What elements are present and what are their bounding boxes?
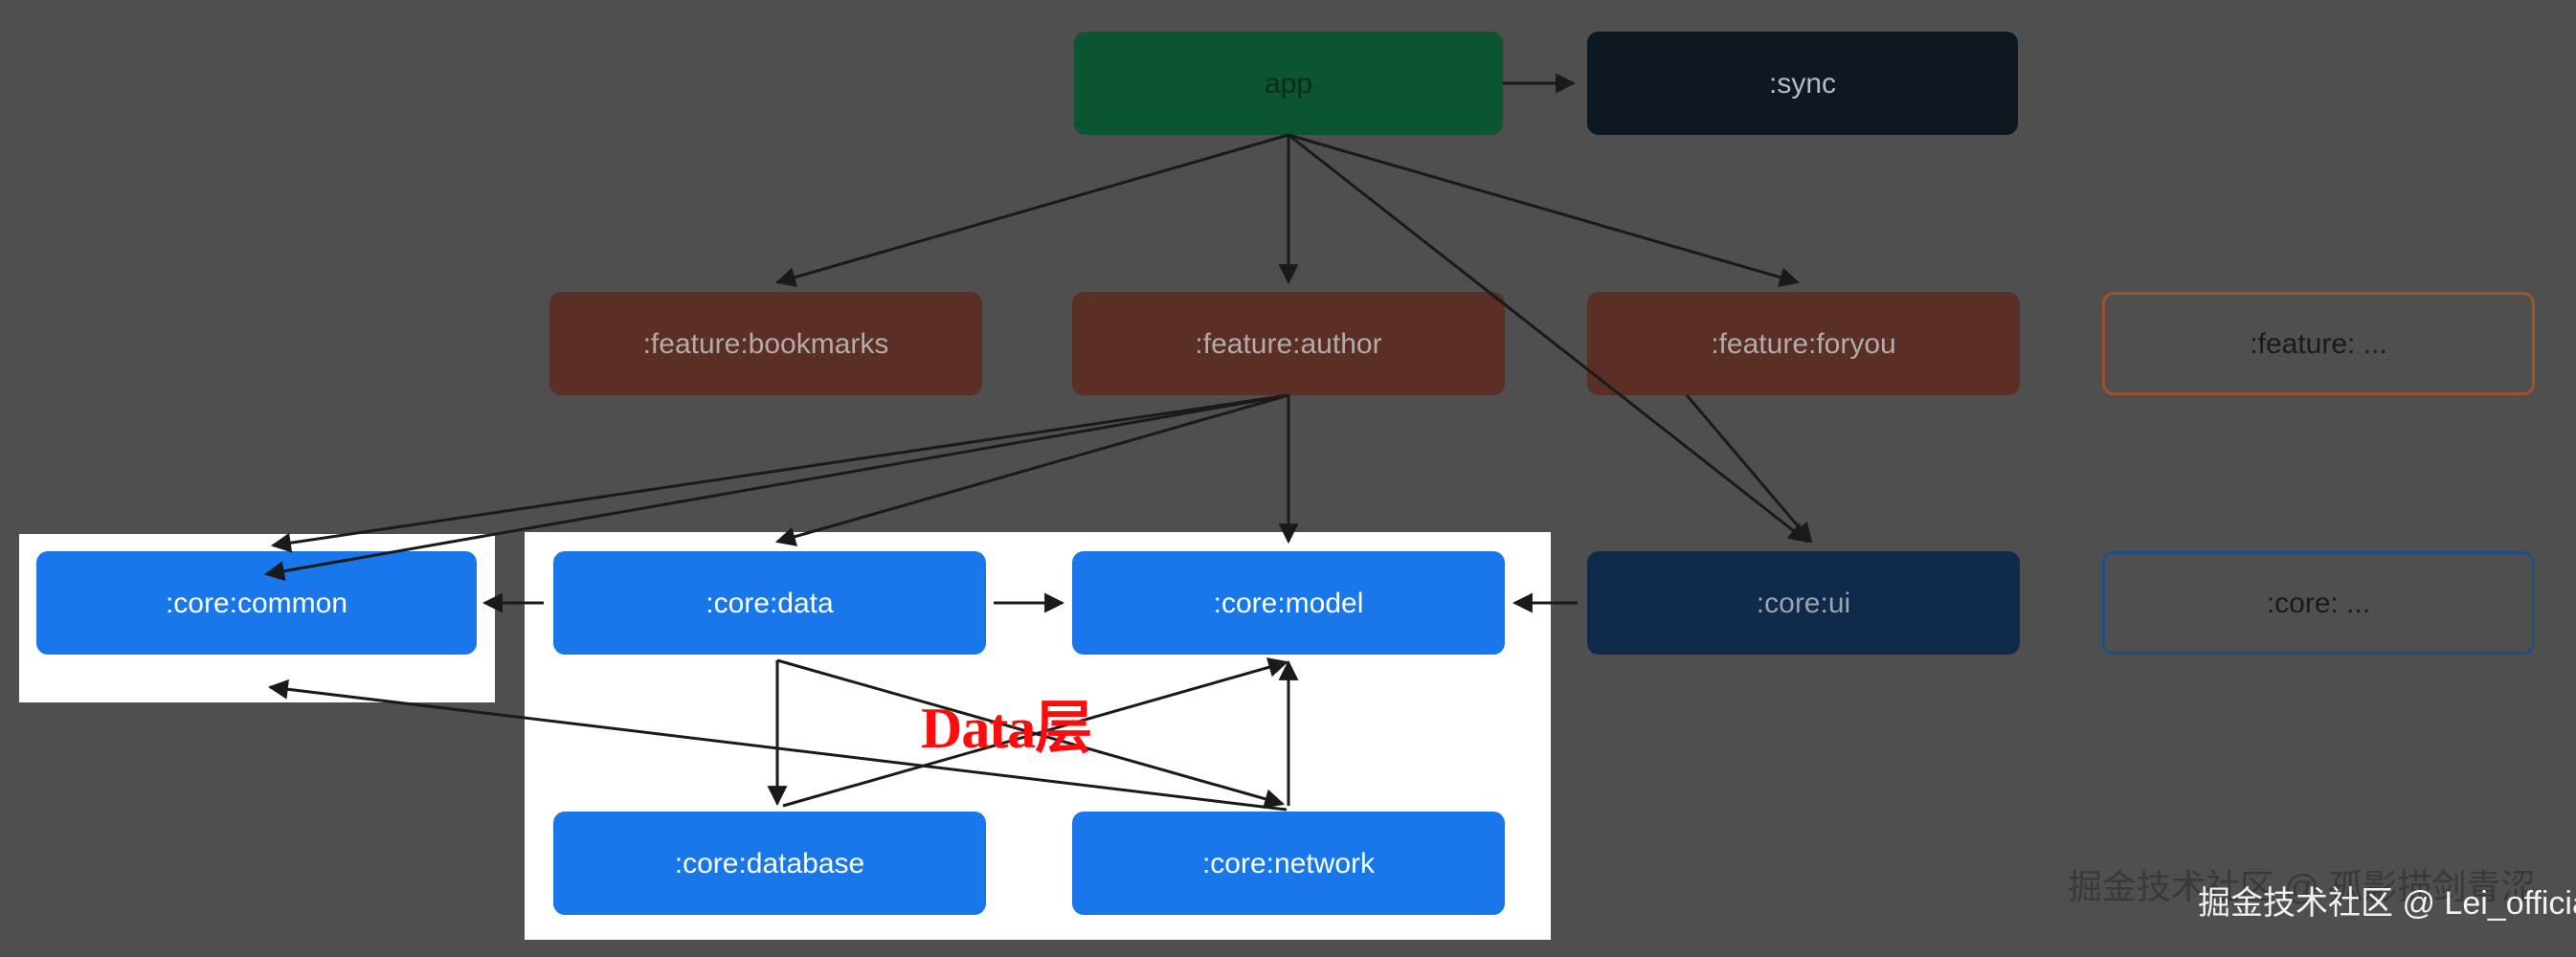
node-core-network-label: :core:network [1201,847,1376,879]
node-core-database-label: :core:database [674,847,865,879]
node-feature-foryou-label: :feature:foryou [1711,327,1896,360]
node-feature-more[interactable]: :feature: ... [2102,292,2535,395]
node-core-network[interactable]: :core:network [1072,812,1505,915]
edge-app-to-feature-foryou [1288,133,1801,287]
node-core-model[interactable]: :core:model [1072,551,1505,655]
node-core-common-label: :core:common [165,587,348,619]
node-sync-label: :sync [1768,67,1837,100]
node-feature-more-label: :feature: ... [2250,327,2387,360]
watermark-background: 掘金技术社区 @ 孤影描剑青涩 [2068,867,2536,906]
node-feature-author-label: :feature:author [1195,327,1382,360]
node-core-ui[interactable]: :core:ui [1587,551,2020,655]
node-app-label: app [1264,67,1313,100]
node-core-data[interactable]: :core:data [553,551,986,655]
watermark-foreground: 掘金技术社区 @ Lei_official [2198,885,2576,922]
node-core-common[interactable]: :core:common [36,551,477,655]
edge-feature-foryou-to-core-ui [1685,394,1813,544]
node-feature-bookmarks-label: :feature:bookmarks [642,327,889,360]
data-layer-annotation: Data层 [921,697,1092,760]
edge-app-to-feature-bookmarks [774,133,1289,287]
node-core-data-label: :core:data [706,587,834,619]
node-app[interactable]: app [1074,32,1503,135]
edge-feature-author-to-core-common [270,393,1289,553]
node-core-model-label: :core:model [1213,587,1364,619]
node-feature-author[interactable]: :feature:author [1072,292,1505,395]
edge-feature-author-to-core-data [774,393,1289,546]
node-core-ui-label: :core:ui [1756,587,1851,619]
node-core-database[interactable]: :core:database [553,812,986,915]
node-core-more[interactable]: :core: ... [2102,551,2535,655]
node-feature-bookmarks[interactable]: :feature:bookmarks [549,292,982,395]
node-feature-foryou[interactable]: :feature:foryou [1587,292,2020,395]
node-sync[interactable]: :sync [1587,32,2018,135]
node-core-more-label: :core: ... [2266,587,2371,619]
